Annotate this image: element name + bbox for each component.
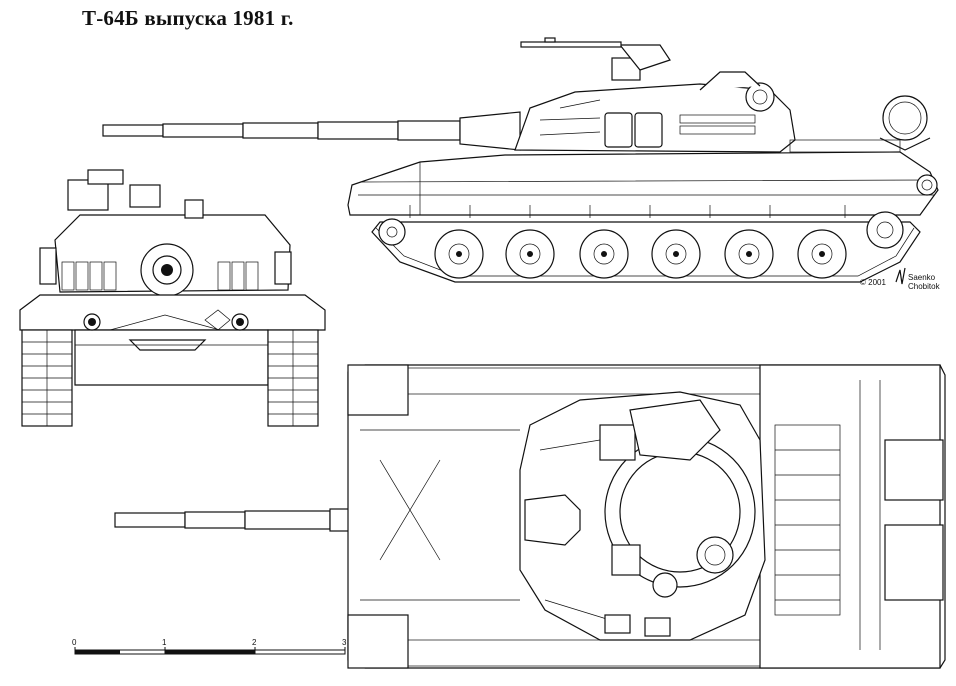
author-names: Saenko Chobitok (908, 273, 940, 291)
scale-tick-3: 3 (342, 638, 347, 647)
author-signature (895, 267, 906, 285)
side-running-gear (371, 211, 921, 283)
front-hull (19, 294, 326, 386)
drawing-title: Т-64Б выпуска 1981 г. (82, 6, 294, 30)
copyright-text: © 2001 (860, 278, 886, 287)
front-view (19, 169, 326, 427)
side-turret (514, 37, 931, 153)
scale-tick-1: 1 (162, 638, 167, 647)
scale-tick-2: 2 (252, 638, 257, 647)
scale-tick-0: 0 (72, 638, 77, 647)
author-name-1: Saenko (908, 273, 936, 282)
top-turret (519, 391, 766, 641)
scale-bar (74, 647, 346, 655)
front-tracks (21, 329, 319, 427)
side-view (102, 37, 939, 283)
author-name-2: Chobitok (908, 282, 940, 291)
front-turret (39, 169, 292, 297)
top-hull (347, 364, 946, 669)
side-hull (347, 139, 939, 218)
top-view (114, 364, 946, 669)
side-gun-barrel (102, 111, 521, 151)
